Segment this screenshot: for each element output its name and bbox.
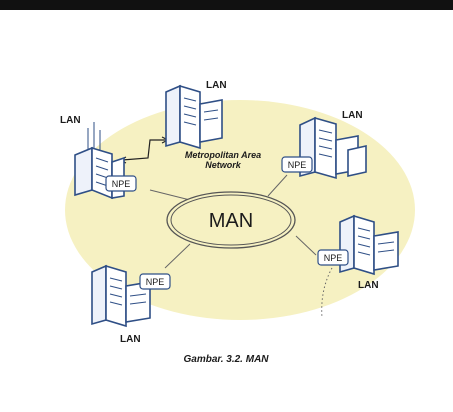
lan-bottom-right: LAN NPE <box>317 214 399 291</box>
top-bar <box>0 0 453 10</box>
link-bottom-right <box>295 235 317 256</box>
lan-bottom-left-label: LAN <box>120 334 141 345</box>
lan-right-label: LAN <box>342 110 363 121</box>
man-label: MAN <box>209 210 253 232</box>
metro-label-line2: Network <box>205 160 242 170</box>
npe-right-label: NPE <box>288 160 307 170</box>
man-ring-inner <box>170 194 292 246</box>
lan-top-left-label: LAN <box>60 115 81 126</box>
figure-caption: Gambar. 3.2. MAN <box>183 354 269 365</box>
link-top-left <box>149 189 191 201</box>
npe-bottom-right-label: NPE <box>324 253 343 263</box>
lan-bottom-right-label: LAN <box>358 280 379 291</box>
lan-top: LAN <box>165 80 227 150</box>
metro-label-line1: Metropolitan Area <box>185 150 261 160</box>
npe-bottom-left-label: NPE <box>146 277 165 287</box>
arrow-link <box>121 139 166 161</box>
link-bottom-left <box>164 243 191 269</box>
lan-top-left: LAN NPE <box>60 115 137 200</box>
lan-bottom-left: LAN NPE <box>91 264 171 345</box>
lan-right: LAN NPE <box>281 110 367 180</box>
link-dotted-bottom-right <box>321 267 333 319</box>
link-right <box>267 174 288 197</box>
lan-top-label: LAN <box>206 80 227 91</box>
npe-top-left-label: NPE <box>112 179 131 189</box>
